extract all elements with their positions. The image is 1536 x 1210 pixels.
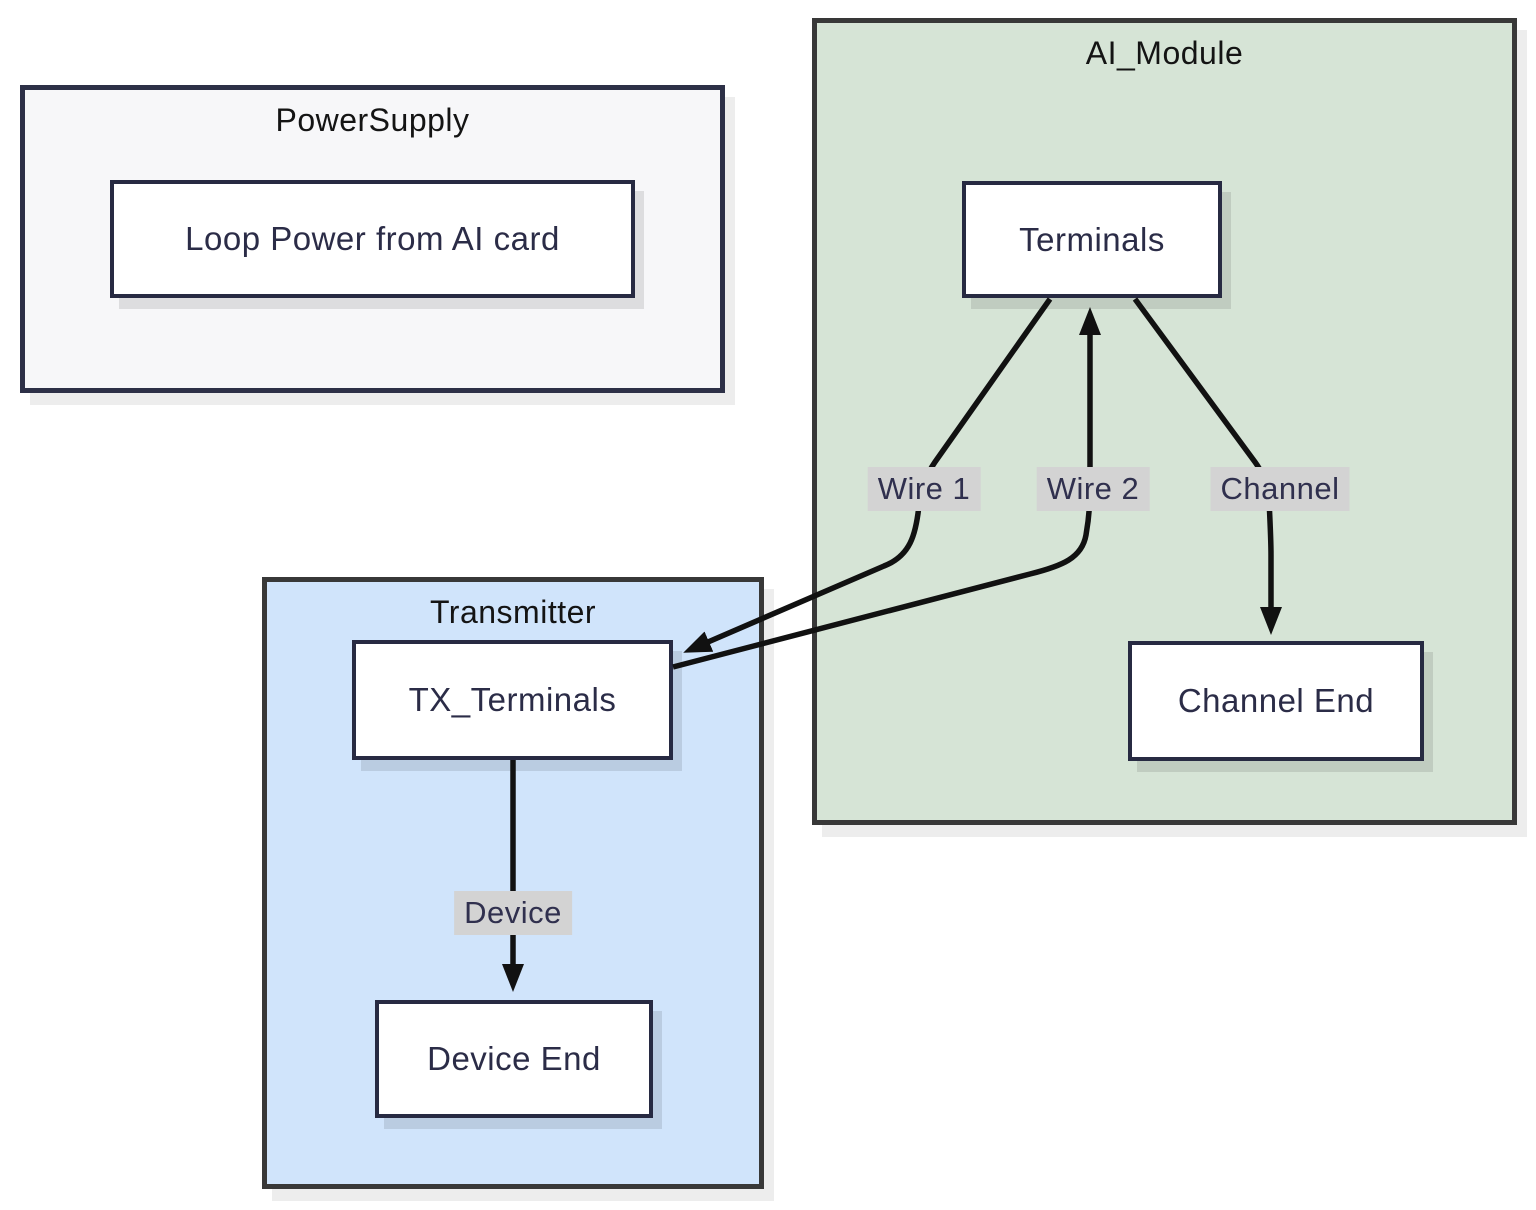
node-channel-end-label: Channel End [1177, 682, 1375, 719]
container-title-transmitter: Transmitter [429, 594, 597, 630]
edge-label-channel: Channel [1210, 467, 1350, 511]
container-title-power-supply: PowerSupply [275, 102, 470, 138]
node-device-end: Device End [375, 1000, 653, 1118]
container-title-ai-module: AI_Module [1085, 35, 1244, 71]
edge-label-device: Device [454, 891, 572, 935]
node-loop-power: Loop Power from AI card [110, 180, 635, 298]
node-loop-power-label: Loop Power from AI card [185, 220, 560, 257]
node-terminals: Terminals [962, 181, 1222, 298]
node-tx-terminals: TX_Terminals [352, 640, 673, 760]
edge-label-wire-1: Wire 1 [867, 467, 981, 511]
edge-label-wire-2: Wire 2 [1036, 467, 1150, 511]
node-channel-end: Channel End [1128, 641, 1424, 761]
node-tx-terminals-label: TX_Terminals [408, 681, 617, 718]
node-terminals-label: Terminals [1019, 220, 1165, 258]
node-device-end-label: Device End [427, 1040, 601, 1077]
